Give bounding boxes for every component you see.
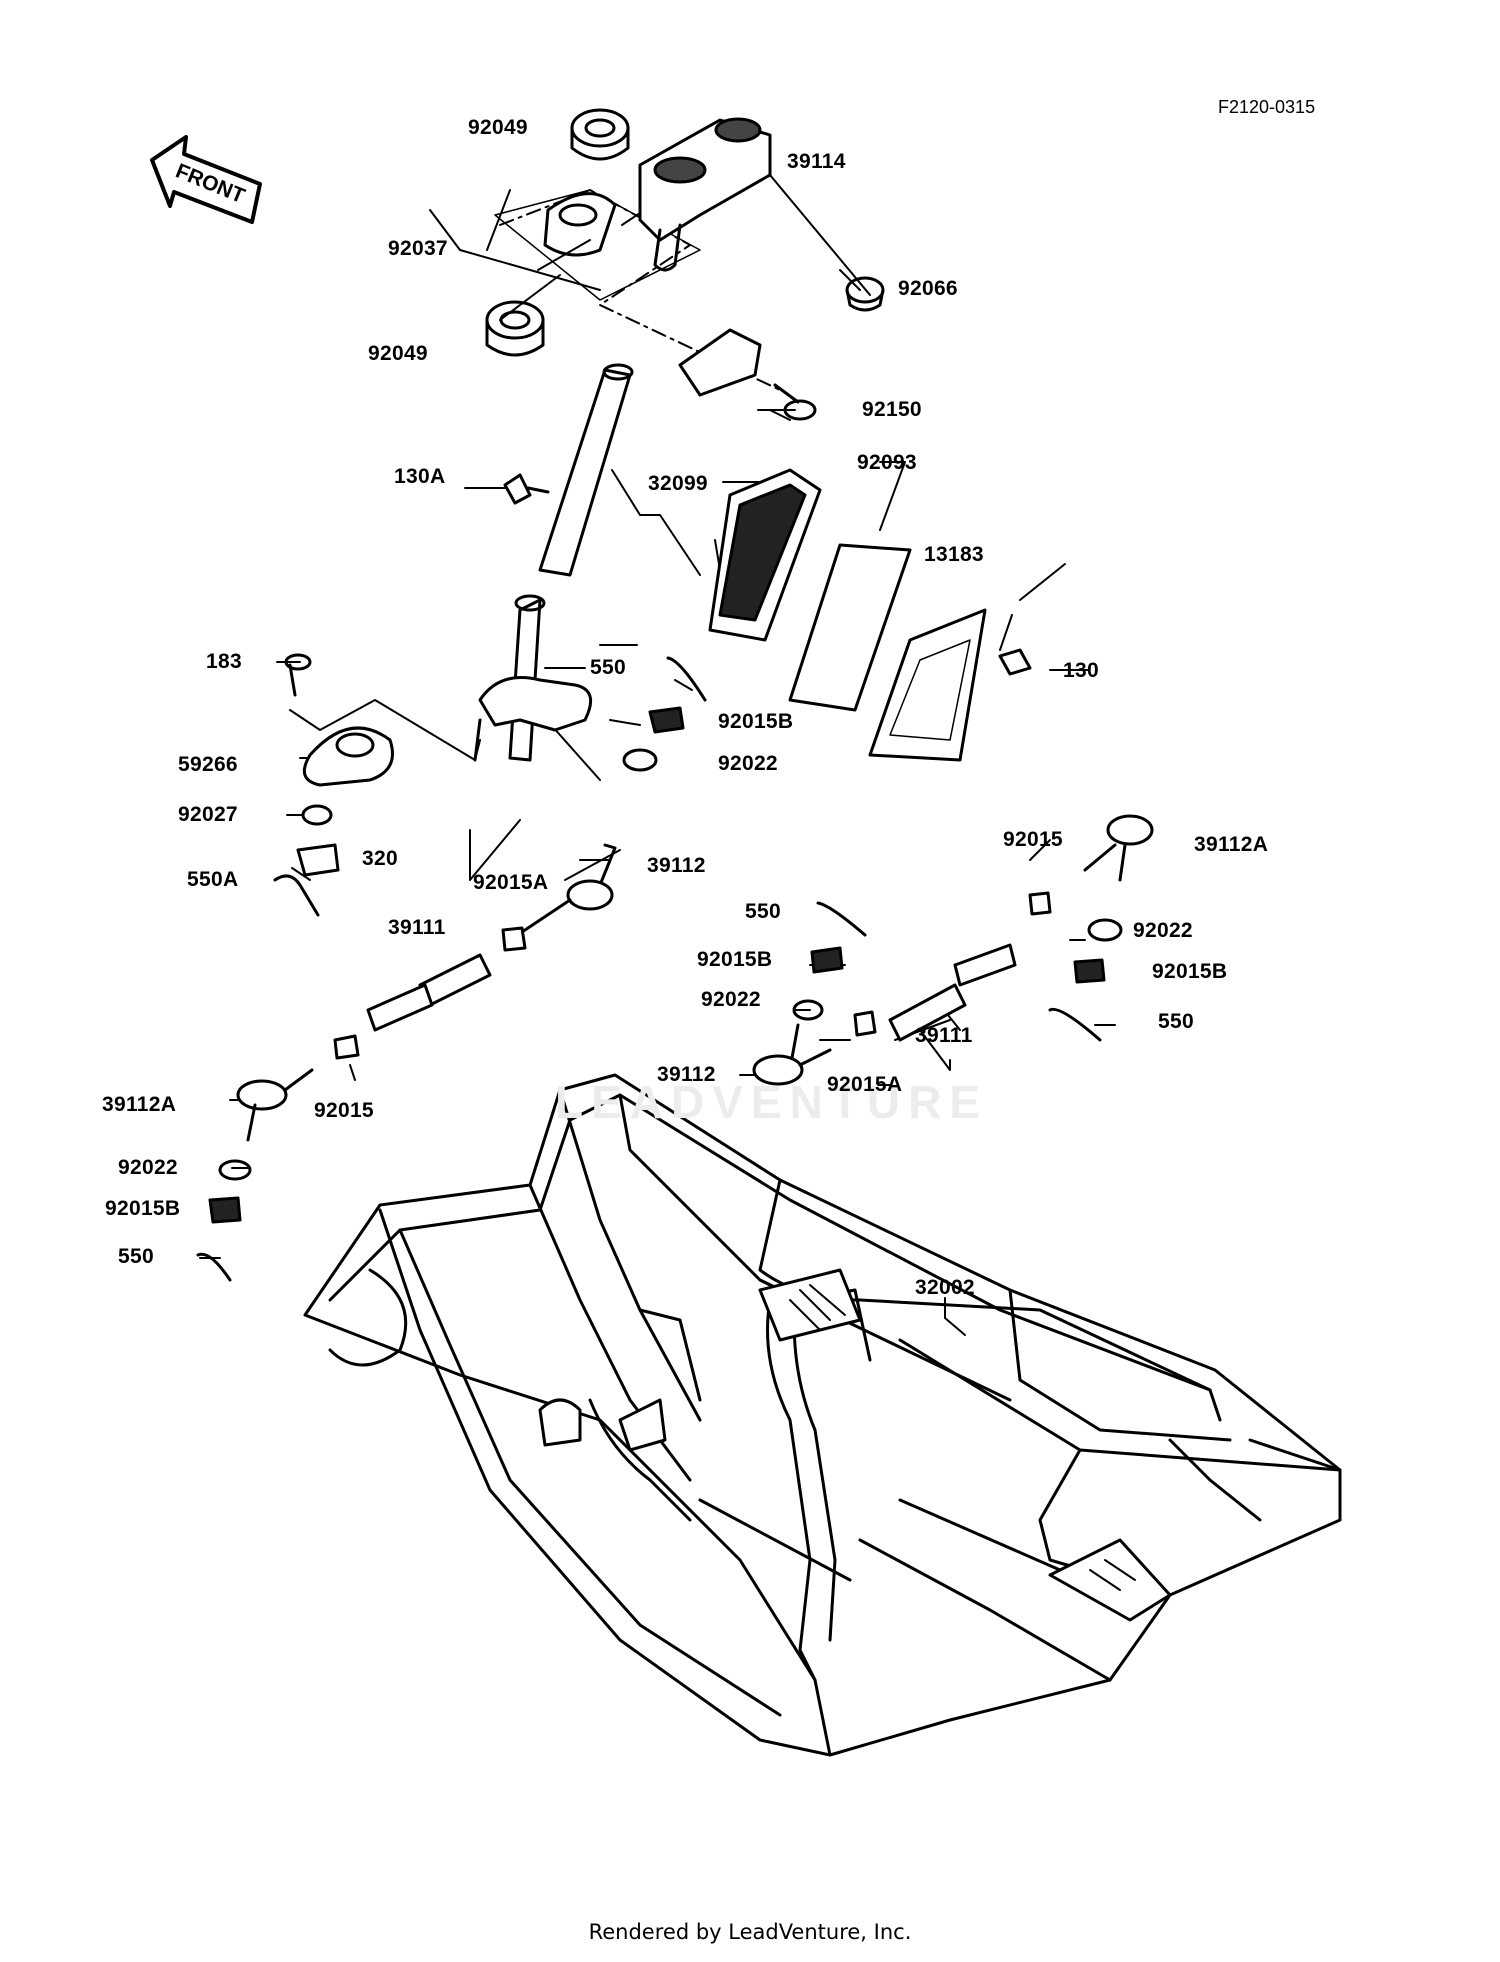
part-130-bolt [998, 648, 1032, 676]
label-92022-right: 92022 [1133, 919, 1193, 942]
part-clamp-lower [678, 328, 762, 397]
part-92015-nut-left [333, 1034, 360, 1060]
part-39112A-tie-rod-end-right [1083, 814, 1154, 882]
label-92049-top: 92049 [468, 116, 528, 139]
label-32002: 32002 [915, 1276, 975, 1299]
label-92015B-upper: 92015B [718, 710, 794, 733]
label-550-upper: 550 [590, 656, 626, 679]
part-92015B-nut-left [208, 1196, 242, 1224]
figure-number: F2120-0315 [1218, 97, 1316, 117]
label-39114: 39114 [787, 150, 846, 173]
part-32099-unit [708, 468, 822, 642]
label-92022-mid: 92022 [701, 988, 761, 1011]
part-550-pin-mid [816, 901, 867, 937]
label-39112-left: 39112 [647, 854, 706, 877]
part-92022-washer-upper [622, 748, 658, 772]
part-92022-washer-right [1087, 918, 1123, 942]
label-39111-right: 39111 [915, 1024, 973, 1047]
part-39114-handlebar-holder [638, 117, 772, 272]
label-13183: 13183 [924, 543, 984, 566]
label-92015B-right: 92015B [1152, 960, 1228, 983]
svg-text:FRONT: FRONT [172, 159, 248, 207]
label-39112-mid: 39112 [657, 1063, 716, 1086]
front-arrow-icon: FRONT [150, 135, 262, 224]
label-39112A-right: 39112A [1194, 833, 1269, 856]
label-39112A-left: 39112A [102, 1093, 177, 1116]
label-130: 130 [1063, 659, 1099, 682]
label-550-mid: 550 [745, 900, 781, 923]
part-130A-bolt [503, 473, 550, 505]
label-92022-upper: 92022 [718, 752, 778, 775]
part-32002-frame [303, 1073, 1342, 1757]
part-550A-pin [273, 874, 320, 917]
part-183-bolt [284, 653, 312, 697]
part-92022-washer-left [218, 1159, 252, 1181]
label-92027: 92027 [178, 803, 238, 826]
part-92015B-nut-upper [648, 706, 685, 734]
part-39111-tie-rod-left [366, 953, 492, 1032]
label-92150: 92150 [862, 398, 922, 421]
label-39111-left: 39111 [388, 916, 446, 939]
part-550-pin-right [1048, 1007, 1102, 1042]
part-92022-washer-mid [792, 999, 824, 1021]
part-39112A-tie-rod-end-left [236, 1068, 314, 1142]
part-39111-tie-rod-right [888, 943, 1017, 1042]
part-550-pin-left [196, 1252, 232, 1282]
label-550-right: 550 [1158, 1010, 1194, 1033]
part-92015B-nut-right [1073, 958, 1106, 984]
label-92093: 92093 [857, 451, 917, 474]
label-92066: 92066 [898, 277, 958, 300]
label-92015A-mid: 92015A [827, 1073, 903, 1096]
part-550-pin-upper [666, 656, 707, 702]
watermark: LEADVENTURE [555, 1076, 989, 1128]
part-320-nut [296, 843, 340, 877]
label-59266: 59266 [178, 753, 238, 776]
part-92027-washer [301, 804, 333, 826]
label-92015A-left: 92015A [473, 871, 549, 894]
label-92037: 92037 [388, 237, 448, 260]
part-92015-nut-right [1028, 891, 1052, 916]
label-92015-left: 92015 [314, 1099, 374, 1122]
label-320: 320 [362, 847, 398, 870]
label-550-left: 550 [118, 1245, 154, 1268]
part-59266-bracket [302, 726, 394, 787]
label-550A: 550A [187, 868, 239, 891]
label-92049-bottom: 92049 [368, 342, 428, 365]
label-92015B-mid: 92015B [697, 948, 773, 971]
part-92093-gasket [788, 543, 912, 712]
part-92037-holder [494, 189, 701, 301]
label-32099: 32099 [648, 472, 708, 495]
label-92015-right: 92015 [1003, 828, 1063, 851]
part-39112-tie-rod-end-mid [752, 1023, 832, 1086]
part-92066-cap [845, 276, 885, 312]
part-92049-bushing-bottom [485, 300, 545, 357]
label-92022-left: 92022 [118, 1156, 178, 1179]
part-92150-bolt [773, 383, 817, 421]
part-13183-cover [868, 608, 987, 762]
label-92015B-left: 92015B [105, 1197, 181, 1220]
part-steering-stem [473, 363, 634, 762]
part-92015A-nut-mid [853, 1010, 877, 1037]
label-183: 183 [206, 650, 242, 673]
part-92015B-nut-mid [810, 946, 844, 974]
footer-credit: Rendered by LeadVenture, Inc. [588, 1920, 912, 1944]
part-92049-bushing-top [570, 108, 630, 161]
label-130A: 130A [394, 465, 446, 488]
part-92015A-nut-left [501, 926, 527, 952]
